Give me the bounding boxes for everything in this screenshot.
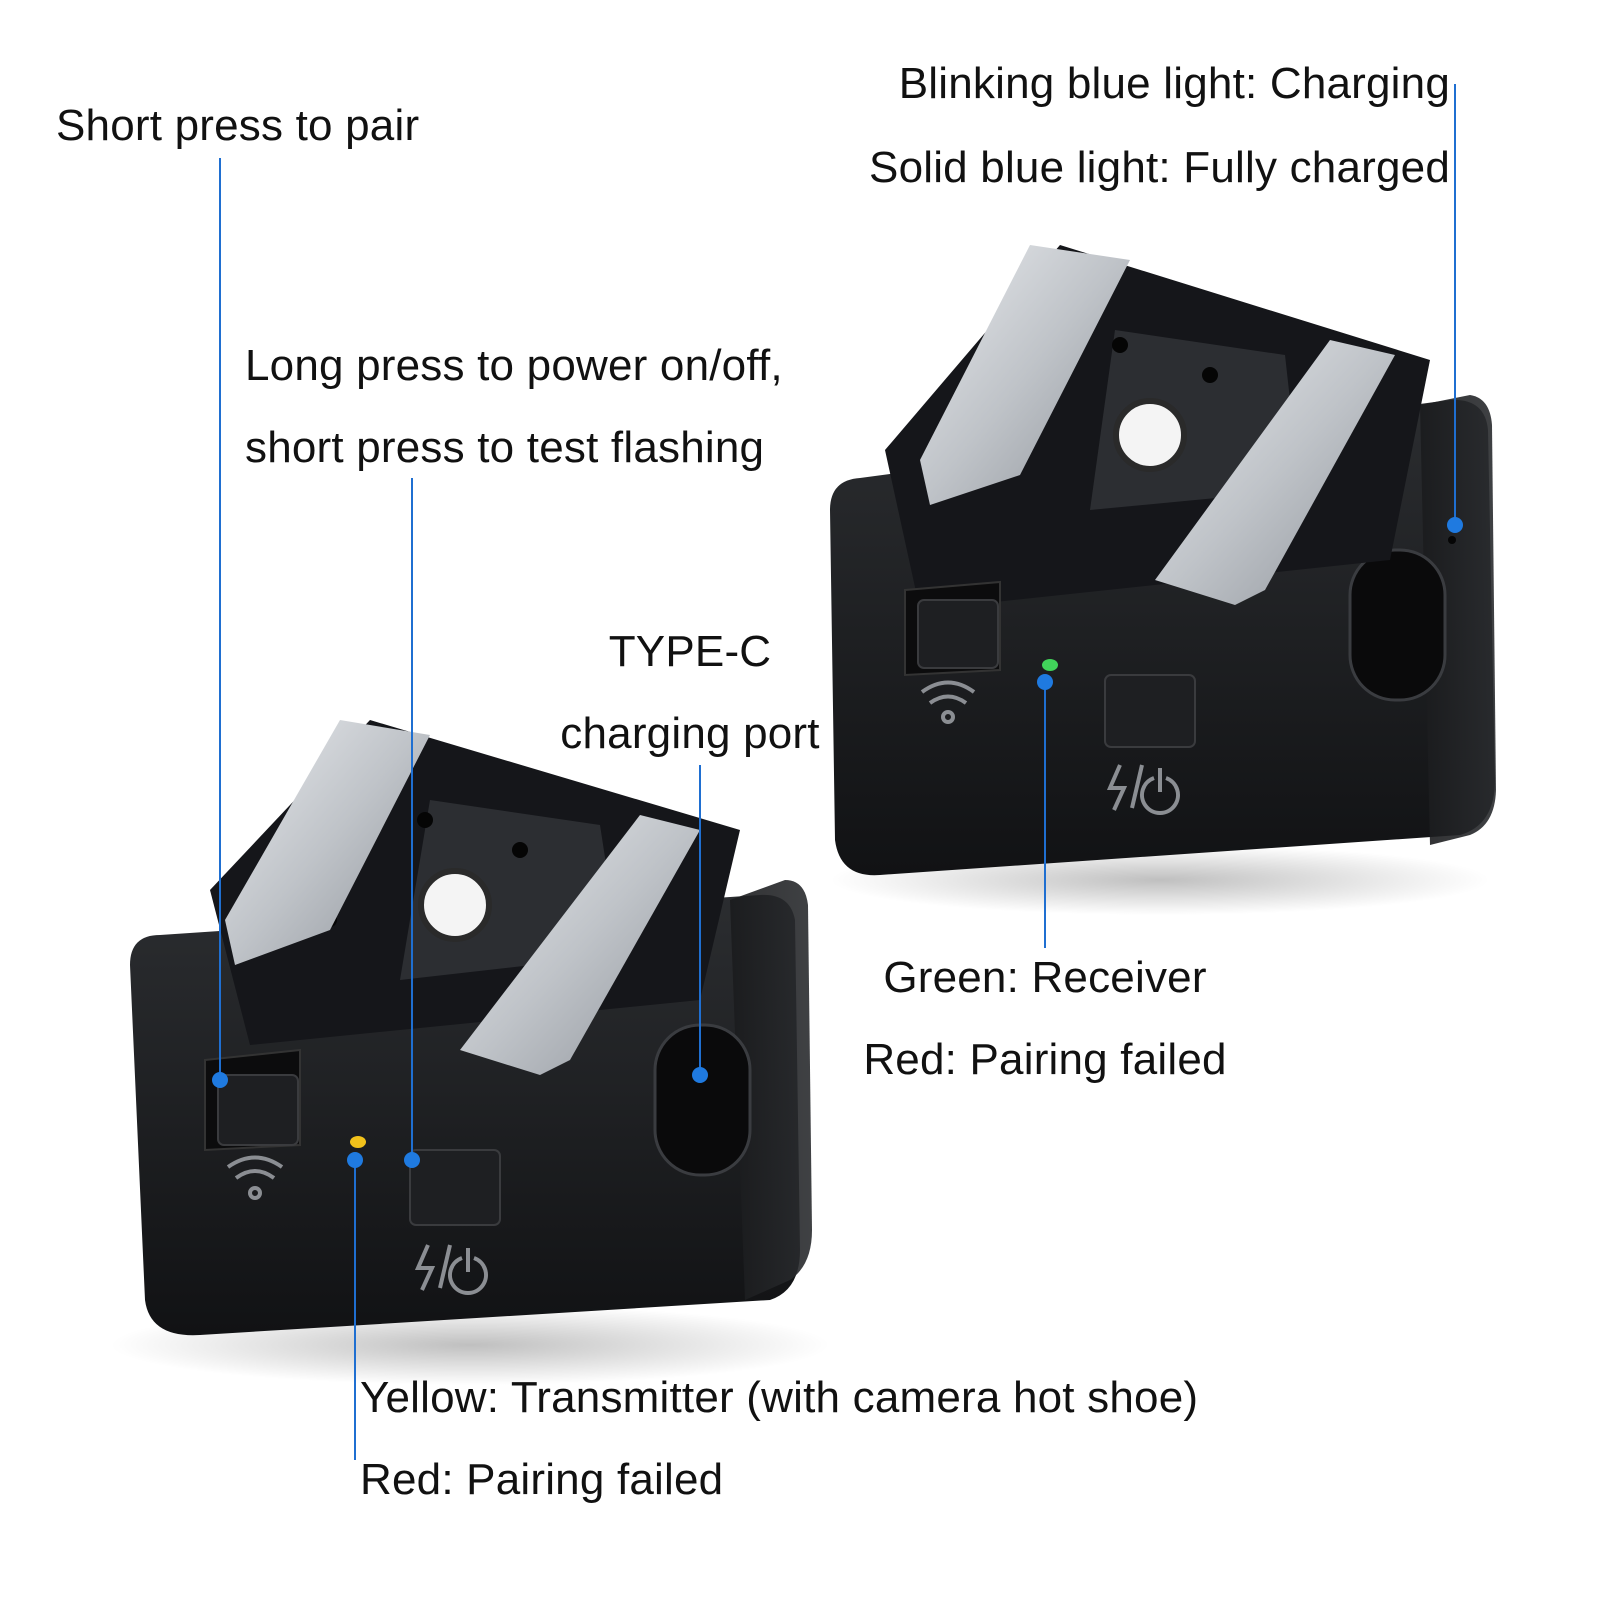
receiver-right-shoe-rail [1155, 340, 1395, 605]
label-transmitter-line1: Yellow: Transmitter (with camera hot sho… [360, 1373, 1199, 1422]
receiver-device [830, 245, 1496, 915]
label-pair: Short press to pair [56, 101, 420, 150]
leader-lines [212, 84, 1463, 1460]
right-shoe-rail [460, 815, 700, 1075]
charge-indicator-led [1448, 536, 1456, 544]
receiver-center-contact [1113, 398, 1187, 472]
leader-usb-dot [692, 1067, 708, 1083]
leader-receiver-dot [1037, 674, 1053, 690]
label-transmitter-line2: Red: Pairing failed [360, 1455, 724, 1504]
receiver-left-shoe-rail [920, 245, 1130, 505]
receiver-power-button[interactable] [1104, 674, 1196, 748]
power-button[interactable] [409, 1149, 501, 1226]
receiver-type-c-port [1348, 548, 1447, 702]
leader-charge-dot [1447, 517, 1463, 533]
label-receiver-line1: Green: Receiver [883, 953, 1207, 1002]
label-charge-line2: Solid blue light: Fully charged [869, 143, 1450, 192]
type-c-port [653, 1023, 752, 1177]
receiver-wifi-pair-icon [920, 680, 976, 724]
leader-transmitter-dot [347, 1152, 363, 1168]
label-power-line1: Long press to power on/off, [245, 341, 783, 390]
status-led-green [1042, 659, 1058, 671]
center-contact [418, 868, 492, 942]
receiver-flash-power-icon [1106, 764, 1180, 815]
label-power-line2: short press to test flashing [245, 423, 765, 472]
left-shoe-rail [225, 720, 430, 965]
leader-power-dot [404, 1152, 420, 1168]
transmitter-device [110, 720, 830, 1385]
leader-pair-dot [212, 1072, 228, 1088]
status-led-yellow [350, 1136, 366, 1148]
receiver-pair-button[interactable] [917, 599, 999, 669]
label-receiver-line2: Red: Pairing failed [863, 1035, 1227, 1084]
pair-button[interactable] [217, 1074, 299, 1146]
flash-power-icon [414, 1244, 488, 1295]
wifi-pair-icon [226, 1155, 284, 1200]
label-usb-line2: charging port [560, 709, 820, 758]
label-charge-line1: Blinking blue light: Charging [898, 59, 1450, 108]
label-usb-line1: TYPE-C [608, 627, 772, 676]
